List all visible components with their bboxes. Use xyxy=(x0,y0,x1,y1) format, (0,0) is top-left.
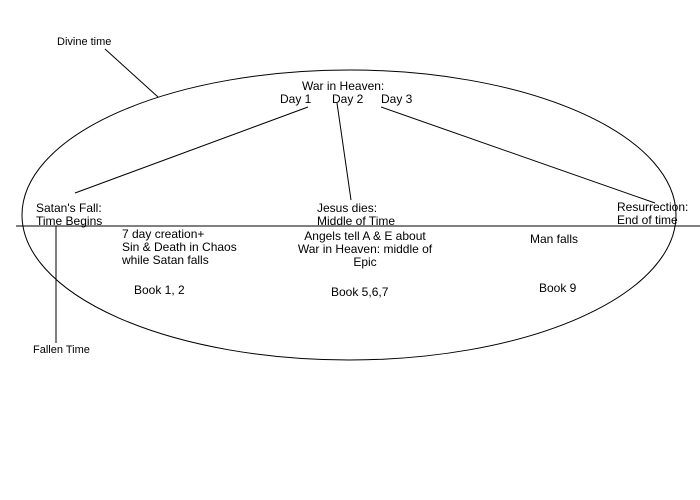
day1-connector xyxy=(74,106,309,194)
war-in-heaven-title: War in Heaven: xyxy=(302,79,385,93)
day-3-label: Day 3 xyxy=(381,92,413,106)
book-right-label: Book 9 xyxy=(539,281,577,295)
divine-time-ellipse xyxy=(21,69,677,361)
angels-label: Angels tell A & E about War in Heaven: m… xyxy=(297,229,433,269)
resurrection-label: Resurrection: End of time xyxy=(617,200,689,227)
day2-connector xyxy=(336,102,352,201)
divine-time-label: Divine time xyxy=(57,36,112,48)
book-left-label: Book 1, 2 xyxy=(134,283,185,297)
book-middle-label: Book 5,6,7 xyxy=(331,285,389,299)
divine-time-pointer xyxy=(104,48,159,98)
fallen-time-label: Fallen Time xyxy=(33,344,90,356)
creation-label: 7 day creation+ Sin & Death in Chaos whi… xyxy=(122,227,237,267)
satans-fall-label: Satan's Fall: Time Begins xyxy=(36,201,103,228)
man-falls-label: Man falls xyxy=(530,232,579,246)
day3-connector xyxy=(380,106,656,204)
jesus-dies-label: Jesus dies: Middle of Time xyxy=(317,201,396,228)
day-2-label: Day 2 xyxy=(332,92,364,106)
day-1-label: Day 1 xyxy=(280,92,312,106)
